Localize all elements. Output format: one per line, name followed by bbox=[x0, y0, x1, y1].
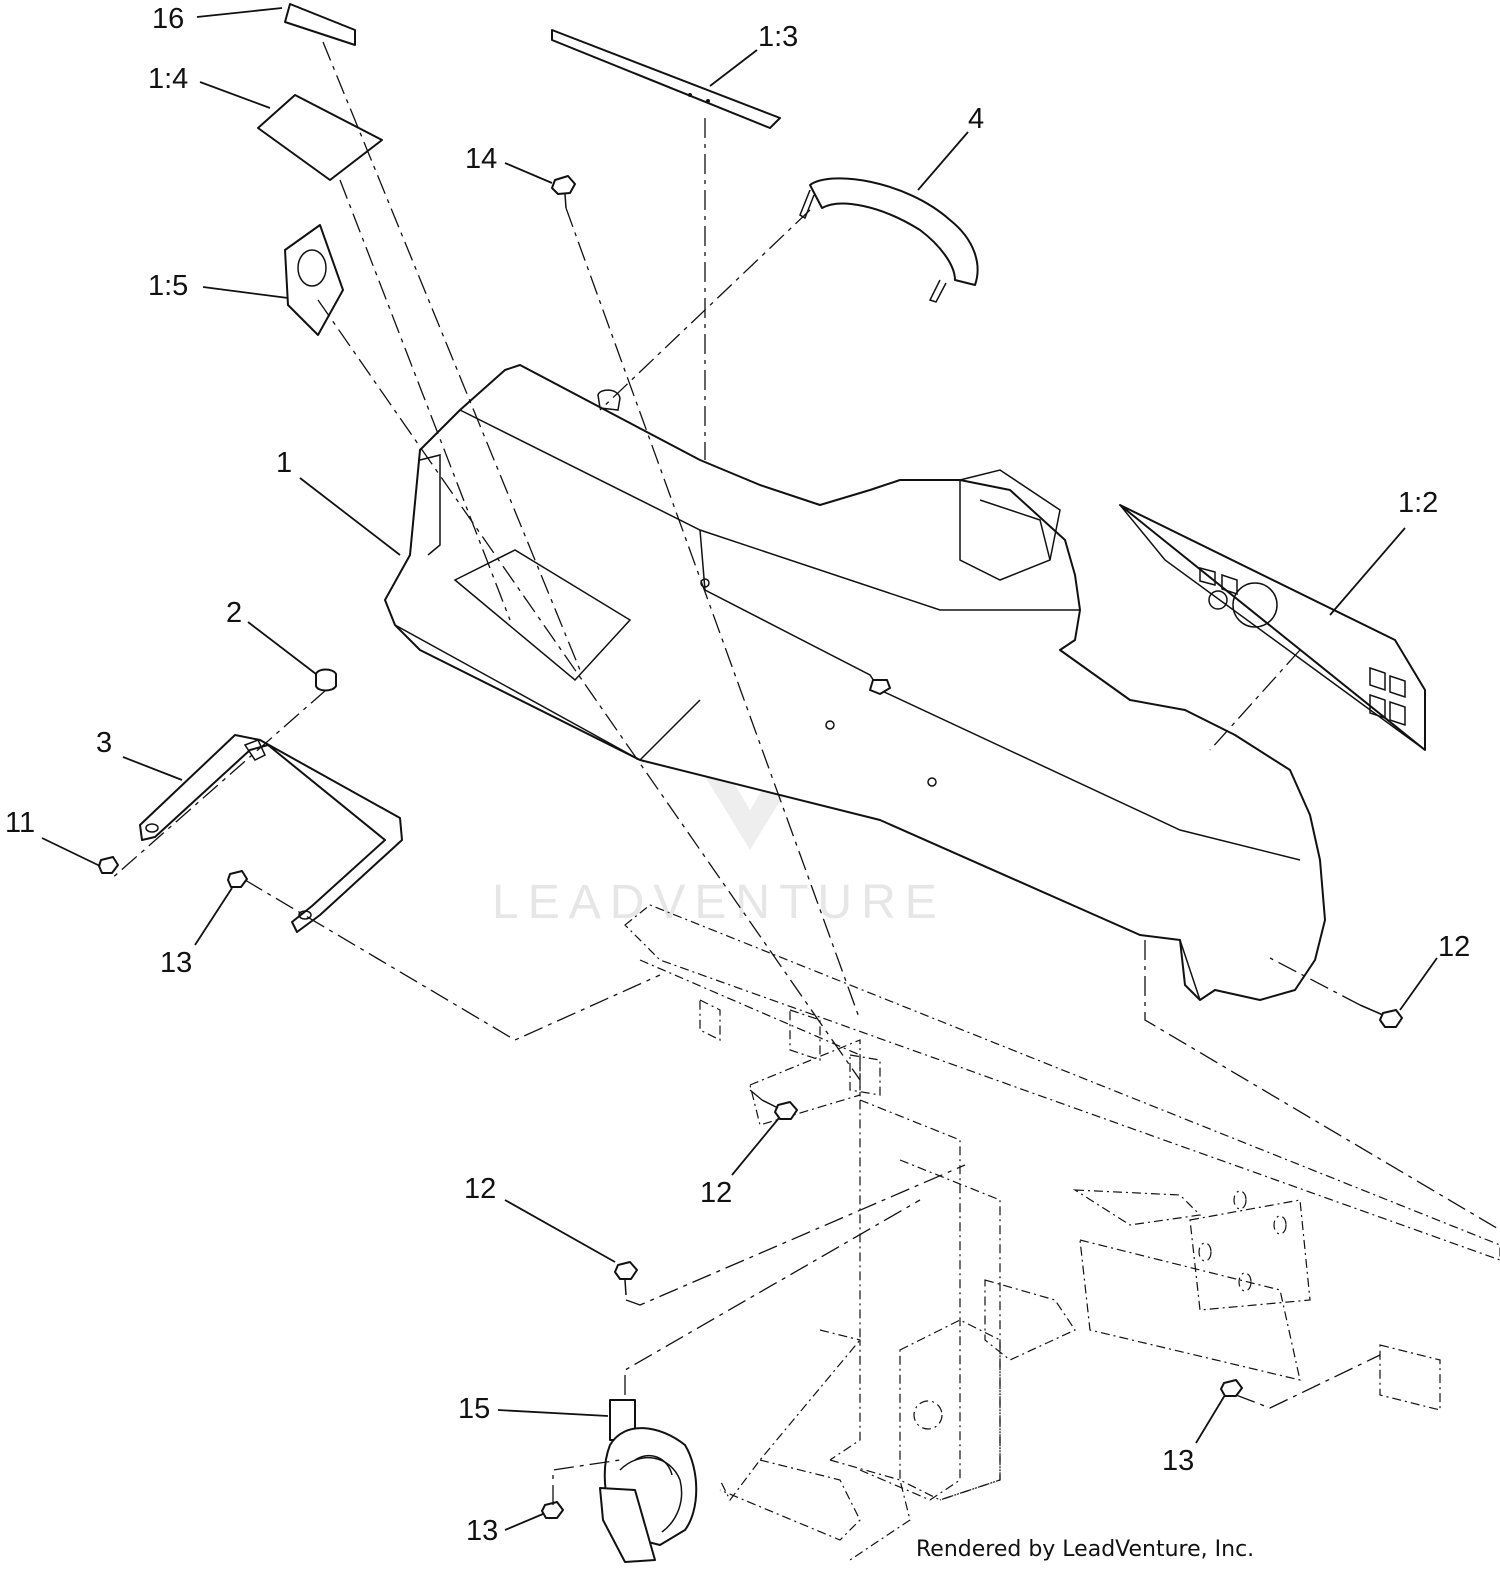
screw-12-middle bbox=[761, 1099, 798, 1120]
bracket-3 bbox=[139, 734, 403, 933]
callout-labels: 16 1:4 1:3 14 4 1:5 1 1:2 2 3 11 13 12 1… bbox=[5, 3, 1470, 1547]
spacer-2 bbox=[315, 668, 337, 692]
callout-2: 2 bbox=[226, 597, 242, 629]
callout-13-upper: 13 bbox=[160, 947, 192, 979]
footer-credit: Rendered by LeadVenture, Inc. bbox=[916, 1537, 1254, 1562]
grab-handle bbox=[799, 177, 979, 303]
decal-16 bbox=[284, 3, 356, 46]
callout-4: 4 bbox=[968, 103, 984, 135]
callout-12-middle: 12 bbox=[700, 1177, 732, 1209]
decal-1-4 bbox=[257, 94, 383, 181]
callout-1-4: 1:4 bbox=[148, 63, 188, 95]
callout-12-right: 12 bbox=[1438, 931, 1470, 963]
callout-3: 3 bbox=[96, 727, 112, 759]
screw-12-lower bbox=[614, 1261, 638, 1296]
decal-1-3 bbox=[551, 29, 781, 129]
callout-1-3: 1:3 bbox=[758, 21, 798, 53]
callout-12-lower: 12 bbox=[464, 1173, 496, 1205]
callout-16: 16 bbox=[152, 3, 184, 35]
nut-13-upper bbox=[227, 870, 248, 888]
callout-15: 15 bbox=[458, 1393, 490, 1425]
console-cover bbox=[384, 364, 1326, 1001]
nut-13-right bbox=[1220, 1379, 1243, 1397]
callout-leaders bbox=[41, 7, 1438, 1531]
callout-1-5: 1:5 bbox=[148, 270, 188, 302]
callout-1-2: 1:2 bbox=[1398, 487, 1438, 519]
plate-1-5 bbox=[284, 224, 344, 336]
screw-12-right bbox=[1359, 1004, 1403, 1028]
frame-assembly bbox=[624, 904, 1500, 1561]
nut-11 bbox=[98, 856, 119, 874]
screw-14 bbox=[551, 175, 576, 209]
callout-11: 11 bbox=[5, 807, 35, 839]
part-15-horn bbox=[599, 1399, 698, 1563]
callout-13-lower: 13 bbox=[466, 1515, 498, 1547]
callout-1: 1 bbox=[276, 447, 292, 479]
watermark-text: LEADVENTURE bbox=[492, 876, 946, 929]
callout-14: 14 bbox=[465, 143, 497, 175]
assembly-lines bbox=[109, 41, 1500, 1505]
decal-1-2 bbox=[1119, 504, 1426, 751]
nut-13-lower bbox=[541, 1501, 564, 1519]
callout-13-right: 13 bbox=[1162, 1445, 1194, 1477]
